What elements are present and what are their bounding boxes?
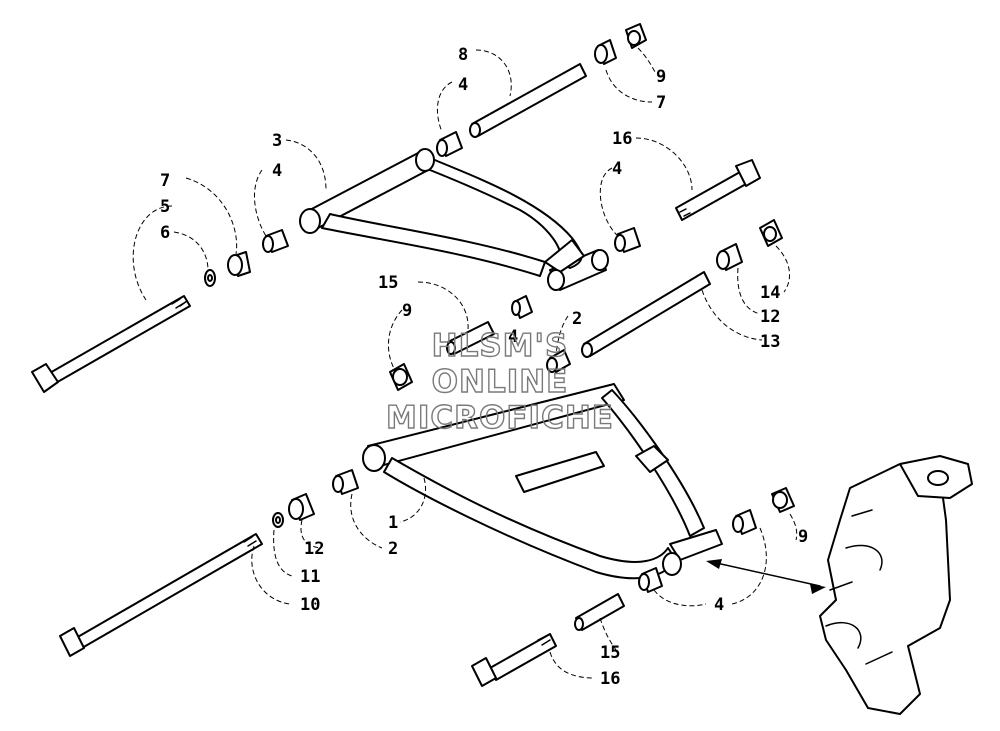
callout-11: 11 xyxy=(300,567,320,587)
flange-bushing-part-12-lower xyxy=(288,493,315,521)
bushing-part-4-lower-right xyxy=(732,509,757,535)
washer-part-6 xyxy=(204,269,216,287)
callout-labels: 8 4 9 7 3 4 7 5 6 16 4 15 9 4 2 14 12 13… xyxy=(160,45,808,689)
callout-7: 7 xyxy=(160,171,170,191)
bushing-part-4-middle xyxy=(511,295,533,319)
watermark-line-1: HLSM'S xyxy=(432,328,569,364)
callout-16: 16 xyxy=(600,669,620,689)
nut-part-9-top xyxy=(625,23,647,49)
callout-4: 4 xyxy=(612,159,622,179)
sleeve-part-8 xyxy=(469,63,587,138)
flange-bushing-part-12 xyxy=(716,243,743,271)
bushing-part-4-upper xyxy=(436,131,463,157)
bolt-part-5 xyxy=(31,295,191,393)
watermark-line-3: MICROFICHE xyxy=(386,400,614,436)
bolt-part-16-lower xyxy=(471,633,557,687)
callout-7: 7 xyxy=(656,93,666,113)
callout-15: 15 xyxy=(600,643,620,663)
callout-4: 4 xyxy=(458,75,468,95)
sleeve-part-15-middle xyxy=(446,321,495,355)
watermark: HLSM'S ONLINE MICROFICHE xyxy=(385,327,614,436)
bushing-part-4-left xyxy=(262,229,289,253)
washer-part-11 xyxy=(272,512,284,528)
assembly-arrow xyxy=(706,559,826,594)
callout-14: 14 xyxy=(760,283,780,303)
sleeve-part-13 xyxy=(581,271,711,358)
callout-4: 4 xyxy=(508,327,518,347)
bushing-part-4-right xyxy=(614,227,641,253)
bolt-part-10 xyxy=(59,533,263,657)
bushing-part-2-middle xyxy=(546,349,571,373)
callout-4: 4 xyxy=(272,161,282,181)
nut-part-14 xyxy=(759,219,783,247)
sleeve-part-15-lower xyxy=(574,593,625,631)
bolt-part-16-upper xyxy=(675,159,761,221)
callout-12: 12 xyxy=(760,307,780,327)
flange-bushing-part-7-left xyxy=(227,251,251,277)
callout-9: 9 xyxy=(402,301,412,321)
callout-8: 8 xyxy=(458,45,468,65)
callout-16: 16 xyxy=(612,129,632,149)
callout-13: 13 xyxy=(760,332,780,352)
callout-10: 10 xyxy=(300,595,320,615)
callout-12: 12 xyxy=(304,539,324,559)
leader-lines xyxy=(132,47,798,679)
nut-part-9-middle xyxy=(389,363,413,391)
bushing-part-2-lower xyxy=(332,469,359,495)
callout-1: 1 xyxy=(388,513,398,533)
watermark-line-2: ONLINE xyxy=(432,364,569,400)
callout-9: 9 xyxy=(798,527,808,547)
callout-3: 3 xyxy=(272,131,282,151)
upper-a-arm xyxy=(299,148,609,291)
bushing-part-4-lower xyxy=(638,567,663,593)
flange-bushing-part-7 xyxy=(594,39,617,65)
callout-4: 4 xyxy=(714,595,724,615)
callout-2: 2 xyxy=(388,539,398,559)
callout-2: 2 xyxy=(572,309,582,329)
callout-5: 5 xyxy=(160,197,170,217)
callout-15: 15 xyxy=(378,273,398,293)
callout-9: 9 xyxy=(656,67,666,87)
spindle-knuckle xyxy=(819,455,973,715)
nut-part-9-lower xyxy=(771,487,795,513)
lower-a-arm xyxy=(362,383,723,580)
callout-6: 6 xyxy=(160,223,170,243)
